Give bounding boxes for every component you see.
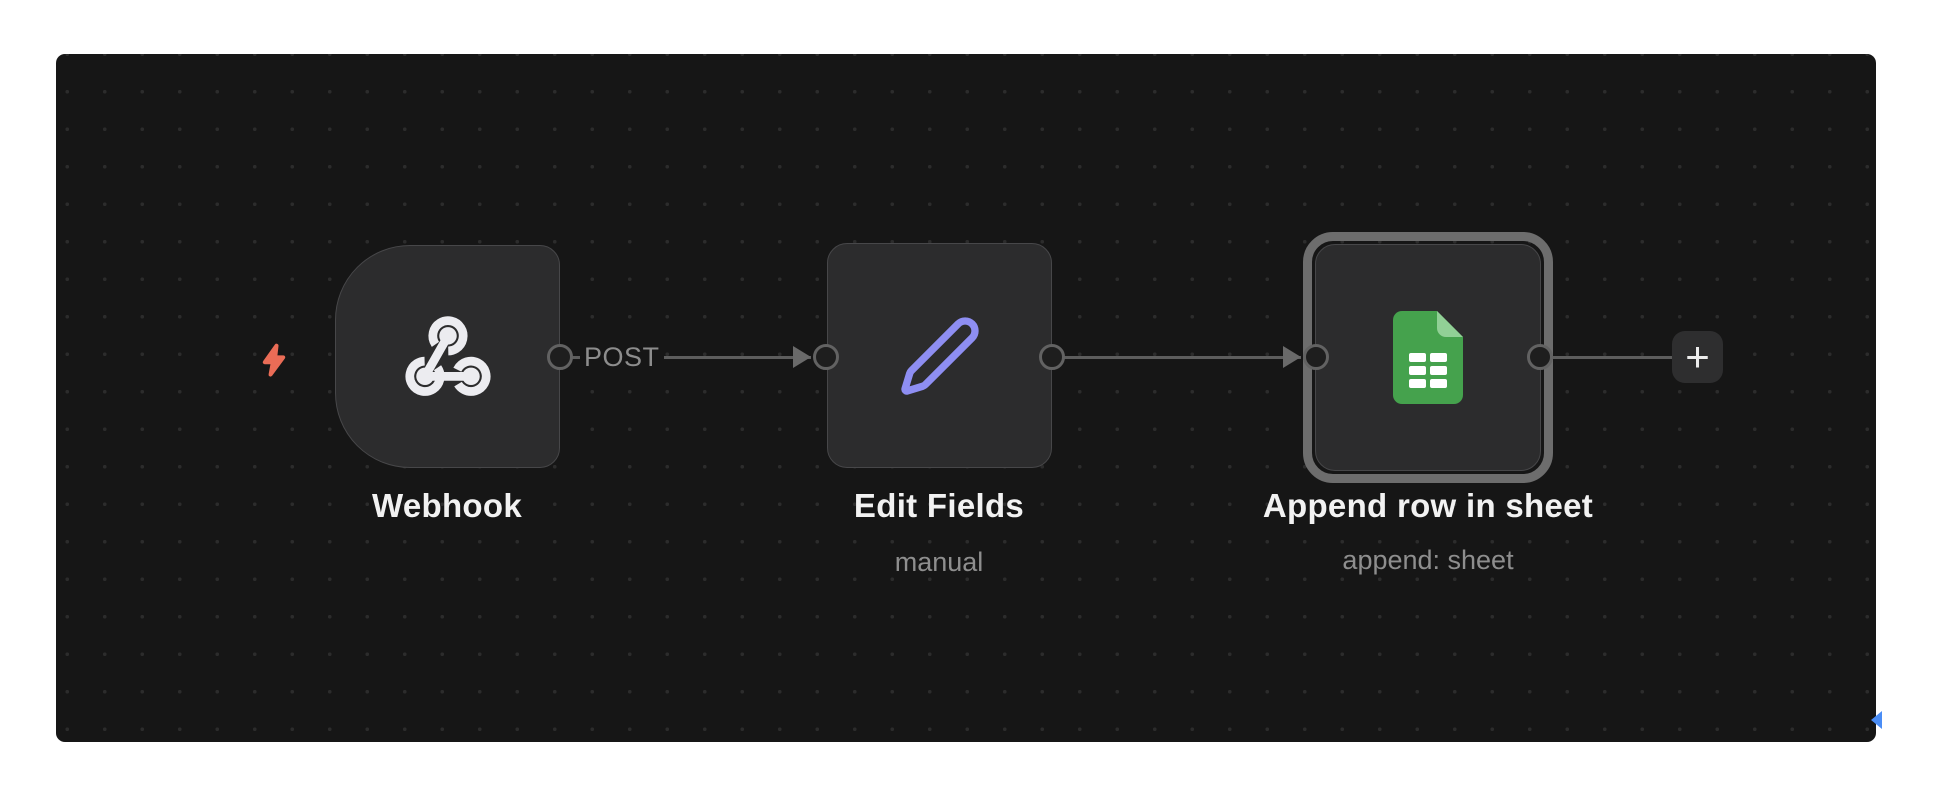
connection-sheets-add[interactable] <box>1540 356 1672 359</box>
editfields-output-connector[interactable] <box>1039 344 1065 370</box>
add-node-button[interactable]: + <box>1672 331 1723 383</box>
google-sheets-icon <box>1393 311 1463 404</box>
pencil-icon <box>900 316 979 395</box>
webhook-label: Webhook <box>217 487 677 525</box>
editfields-input-connector[interactable] <box>813 344 839 370</box>
connection-label-post: POST <box>580 342 664 373</box>
node-edit-fields[interactable] <box>827 243 1052 468</box>
node-subtitle: manual <box>894 547 984 577</box>
connection-arrowhead <box>793 346 811 368</box>
sheets-input-connector[interactable] <box>1303 344 1329 370</box>
selection-ring <box>1303 232 1553 483</box>
node-append-row-in-sheet[interactable] <box>1315 244 1541 471</box>
webhook-icon <box>404 315 491 396</box>
node-title: Edit Fields <box>853 487 1025 524</box>
node-subtitle: append: sheet <box>1342 545 1514 575</box>
edit-fields-label: Edit Fields manual <box>709 487 1169 578</box>
lightning-bolt-icon <box>262 343 286 377</box>
webhook-output-connector[interactable] <box>547 344 573 370</box>
node-title: Append row in sheet <box>1262 487 1594 524</box>
connection-webhook-editfields[interactable] <box>560 356 811 359</box>
connection-editfields-sheets[interactable] <box>1052 356 1301 359</box>
workflow-canvas[interactable]: POST <box>56 54 1876 742</box>
sheets-output-connector[interactable] <box>1527 344 1553 370</box>
node-webhook[interactable] <box>335 245 560 468</box>
append-row-label: Append row in sheet append: sheet <box>1198 487 1658 576</box>
edge-marker-icon <box>1871 711 1882 729</box>
node-title: Webhook <box>372 487 522 524</box>
connection-arrowhead <box>1283 346 1301 368</box>
plus-icon: + <box>1685 333 1710 380</box>
